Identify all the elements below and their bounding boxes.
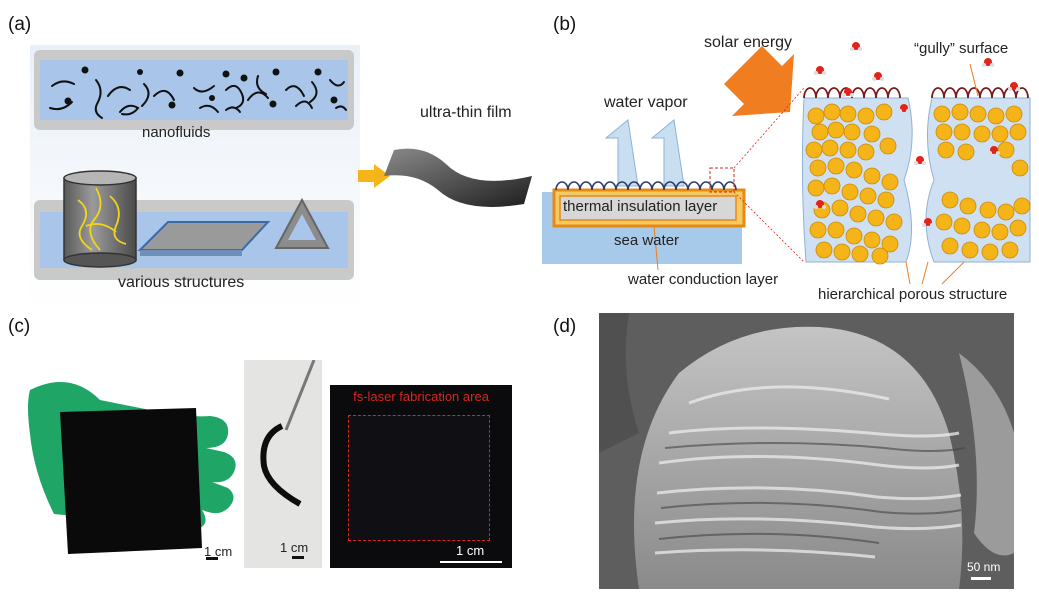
scale-bar-3 [440, 561, 502, 563]
panel-a-diagram [30, 45, 532, 310]
gully-surface-label: “gully” surface [914, 40, 1009, 57]
scale-label-2: 1 cm [280, 540, 309, 555]
porous-structure-label: hierarchical porous structure [818, 286, 1008, 303]
gully-arcs-small [555, 181, 737, 191]
pointer-lines [653, 63, 979, 285]
film-label: ultra-thin film [420, 104, 512, 121]
triangle-structure [274, 197, 330, 249]
nanotube-squiggles [49, 75, 347, 119]
bent-film-image [260, 359, 316, 507]
photo-bent-film: 1 cm [244, 359, 322, 568]
scale-label-3: 1 cm [456, 543, 485, 558]
photo-laser-area: fs-laser fabrication area 1 cm [330, 385, 512, 568]
laser-area-box [348, 415, 490, 541]
sem-scale-label: 50 nm [967, 560, 1001, 574]
scale-bar-2 [292, 556, 304, 559]
plate-structure [137, 221, 271, 256]
gully-arcs-large [803, 87, 1029, 99]
vapor-arrows [604, 119, 685, 187]
nanofluid-bath [40, 60, 348, 120]
structures-label: various structures [118, 274, 245, 291]
water-vapor-label: water vapor [604, 94, 688, 111]
process-arrow-icon [358, 164, 390, 188]
solar-arrow-icon [724, 46, 794, 116]
ultra-thin-film-shape [384, 148, 532, 207]
sem-image: 50 nm [599, 313, 1014, 589]
thermal-insulation-label: thermal insulation layer [563, 198, 718, 215]
zoom-box [709, 167, 735, 193]
water-conduction-label: water conduction layer [628, 271, 779, 288]
scale-label-1: 1 cm [204, 544, 233, 559]
photo-glove: 1 cm [0, 360, 240, 570]
laser-area-label: fs-laser fabrication area [353, 389, 489, 404]
solar-energy-label: solar energy [704, 34, 793, 51]
cylinder-structure [63, 170, 137, 268]
yellow-particles [805, 103, 1031, 265]
panel-b-diagram [542, 42, 1031, 285]
scale-bar-1 [206, 557, 218, 560]
water-molecules [814, 42, 1020, 227]
panel-label-d: (d) [553, 316, 577, 337]
sea-water-label: sea water [614, 232, 680, 249]
panel-label-b: (b) [553, 14, 577, 35]
nanofluids-label: nanofluids [142, 124, 211, 141]
panel-label-a: (a) [8, 14, 32, 35]
panel-label-c: (c) [8, 316, 31, 337]
sem-micrograph [599, 313, 1014, 589]
thermal-insulation-layer [559, 195, 737, 221]
porous-column-right [925, 97, 1031, 263]
sem-scale-bar [971, 577, 991, 580]
glove-hand-image [28, 382, 236, 554]
